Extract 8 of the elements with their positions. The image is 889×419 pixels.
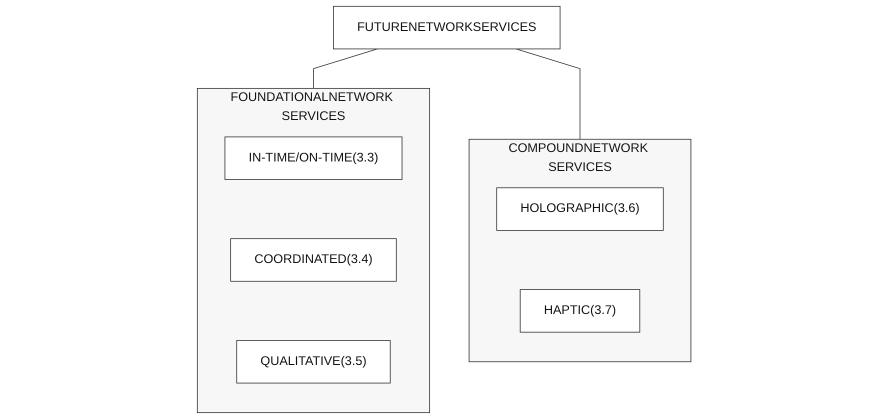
connector (516, 48, 581, 140)
node-box: HAPTIC(3.7) (520, 289, 641, 333)
node-box: QUALITATIVE(3.5) (236, 340, 391, 384)
connector (313, 48, 378, 89)
node-box: FUTURENETWORKSERVICES (333, 6, 561, 50)
node-box: COORDINATED(3.4) (230, 238, 398, 282)
node-box: HOLOGRAPHIC(3.6) (496, 187, 664, 231)
node-box: IN-TIME/ON-TIME(3.3) (224, 136, 403, 180)
